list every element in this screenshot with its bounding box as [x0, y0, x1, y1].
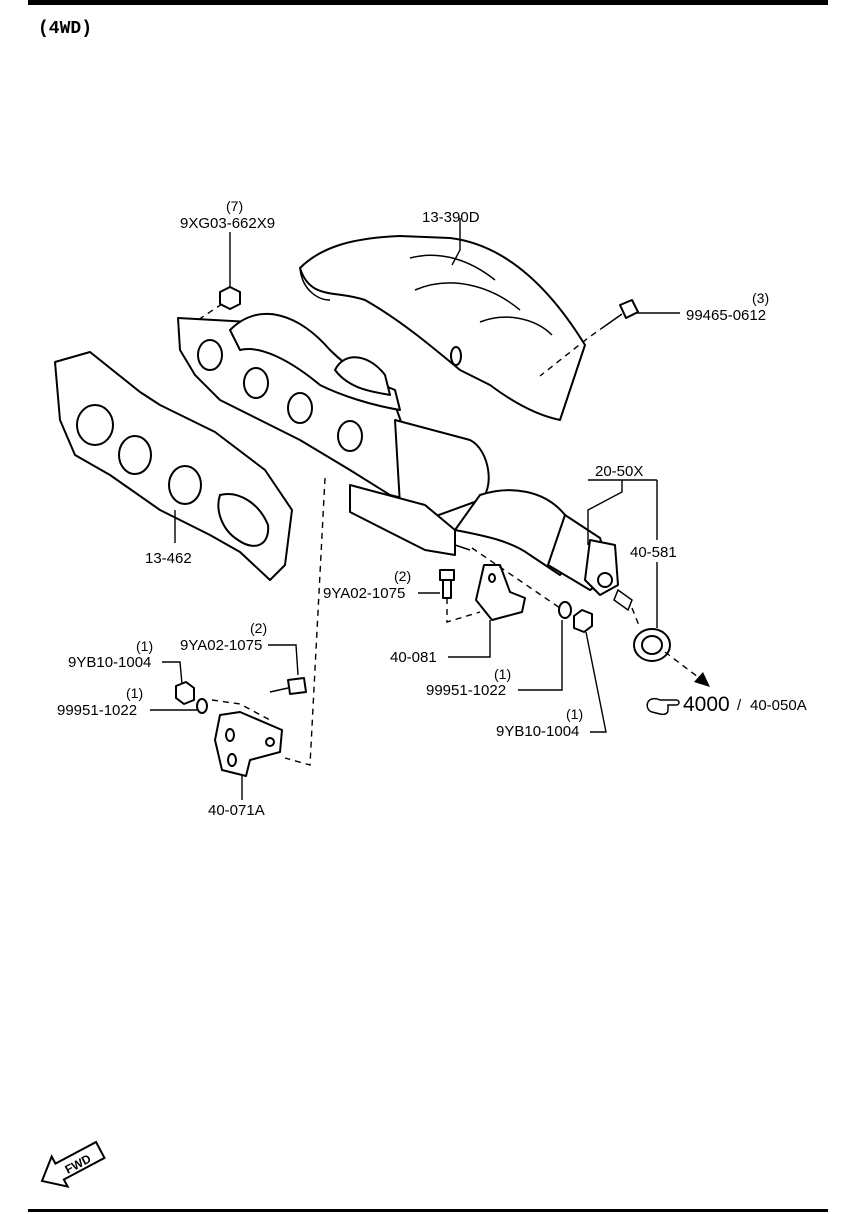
- pipe-gasket-icon[interactable]: [633, 628, 671, 662]
- assembly-line-pipe-right: [471, 547, 561, 609]
- assembly-line-bracket-left: [284, 477, 326, 766]
- washer-right-icon[interactable]: [558, 601, 572, 619]
- reference-part[interactable]: 40-050A: [750, 697, 807, 714]
- fwd-arrow-icon: FWD: [40, 1140, 106, 1189]
- reference-separator: /: [737, 697, 742, 714]
- bottom-rule: [28, 1209, 828, 1212]
- qty-99951-1022-left: (1): [126, 685, 143, 701]
- qty-9YA02-1075-left: (2): [250, 620, 267, 636]
- qty-9YB10-1004-left: (1): [136, 638, 153, 654]
- label-9YB10-1004-right: 9YB10-1004: [496, 723, 579, 740]
- bracket-right[interactable]: [475, 564, 526, 621]
- label-99951-1022-right: 99951-1022: [426, 682, 506, 699]
- label-40-581: 40-581: [630, 544, 677, 561]
- qty-99951-1022-right: (1): [494, 666, 511, 682]
- assembly-line-nut: [194, 303, 223, 323]
- washer-left-icon[interactable]: [196, 698, 208, 714]
- qty-9YB10-1004-right: (1): [566, 706, 583, 722]
- assembly-line-outlet: [631, 607, 641, 629]
- label-9YB10-1004-left: 9YB10-1004: [68, 654, 151, 671]
- label-13-462: 13-462: [145, 550, 192, 567]
- variant-label: (4WD): [38, 19, 92, 39]
- assembly-line-bracket-right: [446, 598, 481, 623]
- manifold-gasket[interactable]: [54, 351, 293, 581]
- label-9YA02-1075-left: 9YA02-1075: [180, 637, 262, 654]
- qty-9XG03-662X9: (7): [226, 198, 243, 214]
- label-99951-1022-left: 99951-1022: [57, 702, 137, 719]
- exhaust-manifold[interactable]: [177, 313, 633, 612]
- reference-group[interactable]: 4000: [683, 693, 730, 716]
- label-13-390D: 13-390D: [422, 209, 480, 226]
- bracket-left[interactable]: [214, 711, 283, 777]
- qty-99465-0612: (3): [752, 290, 769, 306]
- insulator-bolt-icon[interactable]: [604, 299, 639, 327]
- label-9YA02-1075-right: 9YA02-1075: [323, 585, 405, 602]
- bracket-bolt-left-icon[interactable]: [269, 677, 307, 695]
- label-20-50X: 20-50X: [595, 463, 643, 480]
- nut-left-icon[interactable]: [175, 681, 195, 705]
- top-rule: [28, 0, 828, 5]
- manifold-nut-icon[interactable]: [219, 286, 241, 310]
- pointing-hand-icon: [646, 697, 680, 716]
- label-40-081: 40-081: [390, 649, 437, 666]
- label-99465-0612: 99465-0612: [686, 307, 766, 324]
- qty-9YA02-1075-right: (2): [394, 568, 411, 584]
- nut-right-icon[interactable]: [573, 609, 593, 633]
- arrowhead: [694, 672, 710, 687]
- label-40-071A: 40-071A: [208, 802, 265, 819]
- bracket-bolt-right-icon[interactable]: [439, 569, 455, 599]
- label-9XG03-662X9: 9XG03-662X9: [180, 215, 275, 232]
- assembly-line-reference: [664, 651, 699, 678]
- heat-insulator[interactable]: [299, 235, 586, 421]
